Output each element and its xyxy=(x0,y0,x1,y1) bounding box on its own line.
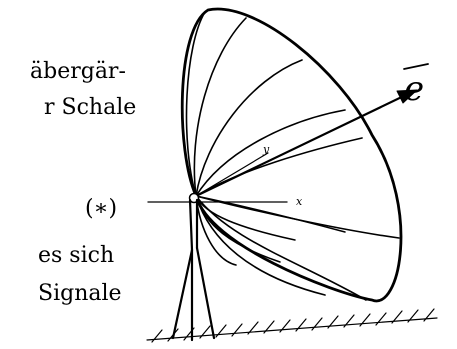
y-axis-label: y xyxy=(262,143,270,156)
x-axis-label: x xyxy=(296,195,303,208)
ground-line xyxy=(146,308,438,343)
text-fragment-1: äbergär- xyxy=(30,59,126,84)
text-fragment-3: es sich xyxy=(38,243,115,268)
text-fragment-4: Signale xyxy=(38,281,122,306)
dish-rim xyxy=(180,7,403,303)
dish-ribs xyxy=(185,11,400,301)
equation-marker: (∗) xyxy=(85,196,118,221)
dish-meridians xyxy=(195,195,346,263)
vector-arrowhead xyxy=(396,89,418,104)
vector-overbar xyxy=(403,63,429,70)
y-axis-line xyxy=(195,152,269,197)
vector-label: e xyxy=(404,69,424,109)
tripod-stand xyxy=(171,198,216,342)
direction-vector-e xyxy=(194,91,412,198)
text-fragment-2: r Schale xyxy=(44,95,137,120)
